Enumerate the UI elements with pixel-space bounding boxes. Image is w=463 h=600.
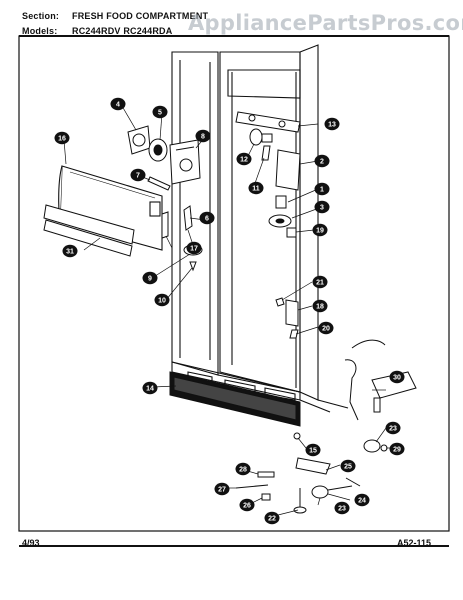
- callout-bubble: [195, 129, 211, 143]
- callout-number: 27: [218, 486, 226, 493]
- callout-number: 30: [393, 374, 401, 381]
- callout-number: 15: [309, 447, 317, 454]
- callout-number: 31: [66, 248, 74, 255]
- callout-number: 11: [252, 185, 260, 192]
- callout-bubble: [248, 181, 264, 195]
- callout-bubble: [239, 498, 255, 512]
- callout-bubble: [314, 154, 330, 168]
- callout-bubble: [318, 321, 334, 335]
- callout-number: 13: [328, 121, 336, 128]
- models-value: RC244RDV RC244RDA: [72, 26, 173, 36]
- callout-bubble: [130, 168, 146, 182]
- callout-bubble: [314, 182, 330, 196]
- callout-bubble: [186, 241, 202, 255]
- callout-number: 8: [201, 133, 205, 140]
- footer-drawing-code: A52-115: [397, 538, 432, 548]
- callout-bubble: [264, 511, 280, 525]
- callout-number: 10: [158, 297, 166, 304]
- callout-number: 6: [205, 215, 209, 222]
- models-line: Models: RC244RDV RC244RDA: [22, 26, 172, 36]
- cabinet-side-outline: [344, 339, 417, 421]
- callout-number: 1: [320, 186, 324, 193]
- callout-number: 3: [320, 204, 324, 211]
- callout-number: 23: [389, 425, 397, 432]
- callout-number: 5: [158, 109, 162, 116]
- callout-bubble: [312, 275, 328, 289]
- callout-bubble: [142, 381, 158, 395]
- section-label: Section:: [22, 11, 60, 21]
- callout-bubble: [154, 293, 170, 307]
- callout-number: 19: [316, 227, 324, 234]
- diagram-frame: [18, 35, 450, 547]
- callout-number: 4: [116, 101, 120, 108]
- callout-bubble: [385, 421, 401, 435]
- callout-bubble: [142, 271, 158, 285]
- callout-bubble: [340, 459, 356, 473]
- callout-bubble: [324, 117, 340, 131]
- callout-number: 16: [58, 135, 66, 142]
- callout-bubble: [62, 244, 78, 258]
- callout-bubble: [110, 97, 126, 111]
- footer-date: 4/93: [22, 538, 40, 548]
- callout-bubble: [152, 105, 168, 119]
- callout-bubble: [389, 442, 405, 456]
- callout-number: 21: [316, 279, 324, 286]
- callout-number: 7: [136, 172, 140, 179]
- leader-lines: [63, 105, 392, 517]
- callout-number: 18: [316, 303, 324, 310]
- callout-number: 12: [240, 156, 248, 163]
- callout-number: 9: [148, 275, 152, 282]
- callout-bubble: [354, 493, 370, 507]
- callout-number: 14: [146, 385, 154, 392]
- models-label: Models:: [22, 26, 58, 36]
- callout-bubble: [54, 131, 70, 145]
- callout-bubble: [199, 211, 215, 225]
- callout-bubble: [389, 370, 405, 384]
- callout-bubble: [334, 501, 350, 515]
- toe-grille: [169, 371, 301, 427]
- callout-bubble: [305, 443, 321, 457]
- callout-number: 29: [393, 446, 401, 453]
- callout-bubble: [312, 299, 328, 313]
- watermark-text: AppliancePartsPros.com: [188, 11, 463, 35]
- callout-bubble: [314, 200, 330, 214]
- callout-number: 22: [268, 515, 276, 522]
- callout-number: 23: [338, 505, 346, 512]
- callout-number: 20: [322, 325, 330, 332]
- trim-strip: [43, 204, 135, 257]
- callout-number: 24: [358, 497, 366, 504]
- callout-number: 25: [344, 463, 352, 470]
- component-shapes: [127, 111, 388, 514]
- callout-number: 28: [239, 466, 247, 473]
- callout-bubble: [312, 223, 328, 237]
- callout-number: 17: [190, 245, 198, 252]
- callout-bubble: [235, 462, 251, 476]
- callout-number: 2: [320, 158, 324, 165]
- callout-number: 26: [243, 502, 251, 509]
- section-line: Section: FRESH FOOD COMPARTMENT: [22, 11, 208, 21]
- callout-bubble: [236, 152, 252, 166]
- callout-markers: 1234567891011121314151617181920212223232…: [54, 97, 405, 525]
- callout-bubble: [214, 482, 230, 496]
- section-value: FRESH FOOD COMPARTMENT: [72, 11, 209, 21]
